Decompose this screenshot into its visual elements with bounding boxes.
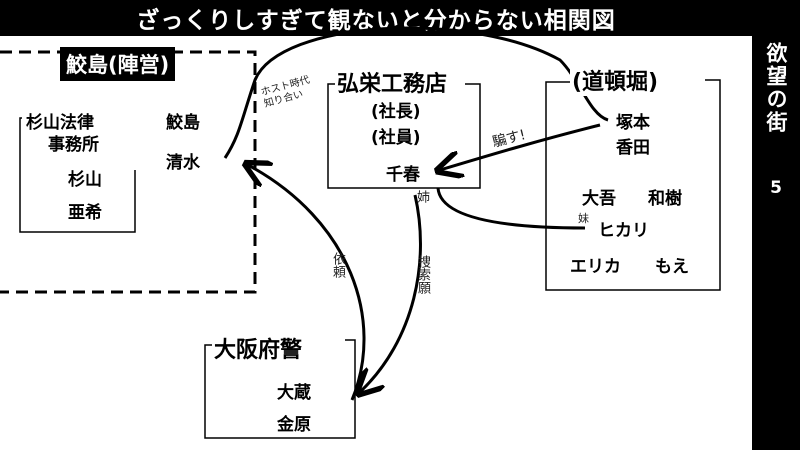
search-request-label: 捜索願 — [415, 255, 430, 294]
police-bracket — [204, 339, 356, 439]
member-kazuki: 和樹 — [648, 189, 682, 209]
member-kanehara: 金原 — [277, 415, 311, 435]
samejima-camp-heading: 鮫島(陣営) — [60, 47, 176, 81]
member-daigo: 大吾 — [582, 189, 616, 209]
doutonbori-bracket — [545, 79, 721, 291]
law-office-bracket — [19, 117, 136, 233]
sister-line — [436, 187, 586, 230]
member-samejima: 鮫島 — [166, 113, 200, 133]
member-tsukamoto: 塚本 — [616, 113, 650, 133]
sister-note: 妹 — [578, 212, 589, 225]
member-sugiyama: 杉山 — [68, 170, 102, 190]
member-kouda: 香田 — [616, 138, 650, 158]
member-moe: もえ — [655, 257, 689, 277]
series-title: 欲望の街 — [764, 42, 788, 134]
request-label: 依頼 — [330, 252, 345, 278]
doutonbori-heading: (道頓堀) — [570, 64, 661, 96]
deceive-arrow — [440, 123, 601, 170]
request-arrow — [248, 165, 366, 401]
police-heading: 大阪府警 — [212, 332, 305, 364]
sister-label: 姉 — [414, 190, 429, 203]
kouei-bracket — [327, 83, 481, 189]
role-president: (社長) — [371, 102, 421, 122]
page-number: 5 — [770, 178, 782, 198]
role-employee: (社員) — [371, 128, 421, 148]
search-request-arrow — [360, 194, 422, 392]
member-hikari: ヒカリ — [598, 221, 649, 241]
member-ookura: 大蔵 — [277, 383, 311, 403]
samejima-camp-border — [0, 50, 257, 294]
law-office-heading-2: 事務所 — [48, 135, 99, 155]
member-erika: エリカ — [570, 257, 621, 277]
side-bar: 欲望の街 5 — [752, 0, 800, 450]
member-aki: 亜希 — [68, 203, 102, 223]
kouei-heading: 弘栄工務店 — [335, 66, 450, 98]
law-office-heading-1: 杉山法律 — [26, 113, 94, 133]
member-chiharu: 千春 — [386, 165, 420, 185]
member-shimizu: 清水 — [166, 153, 200, 173]
